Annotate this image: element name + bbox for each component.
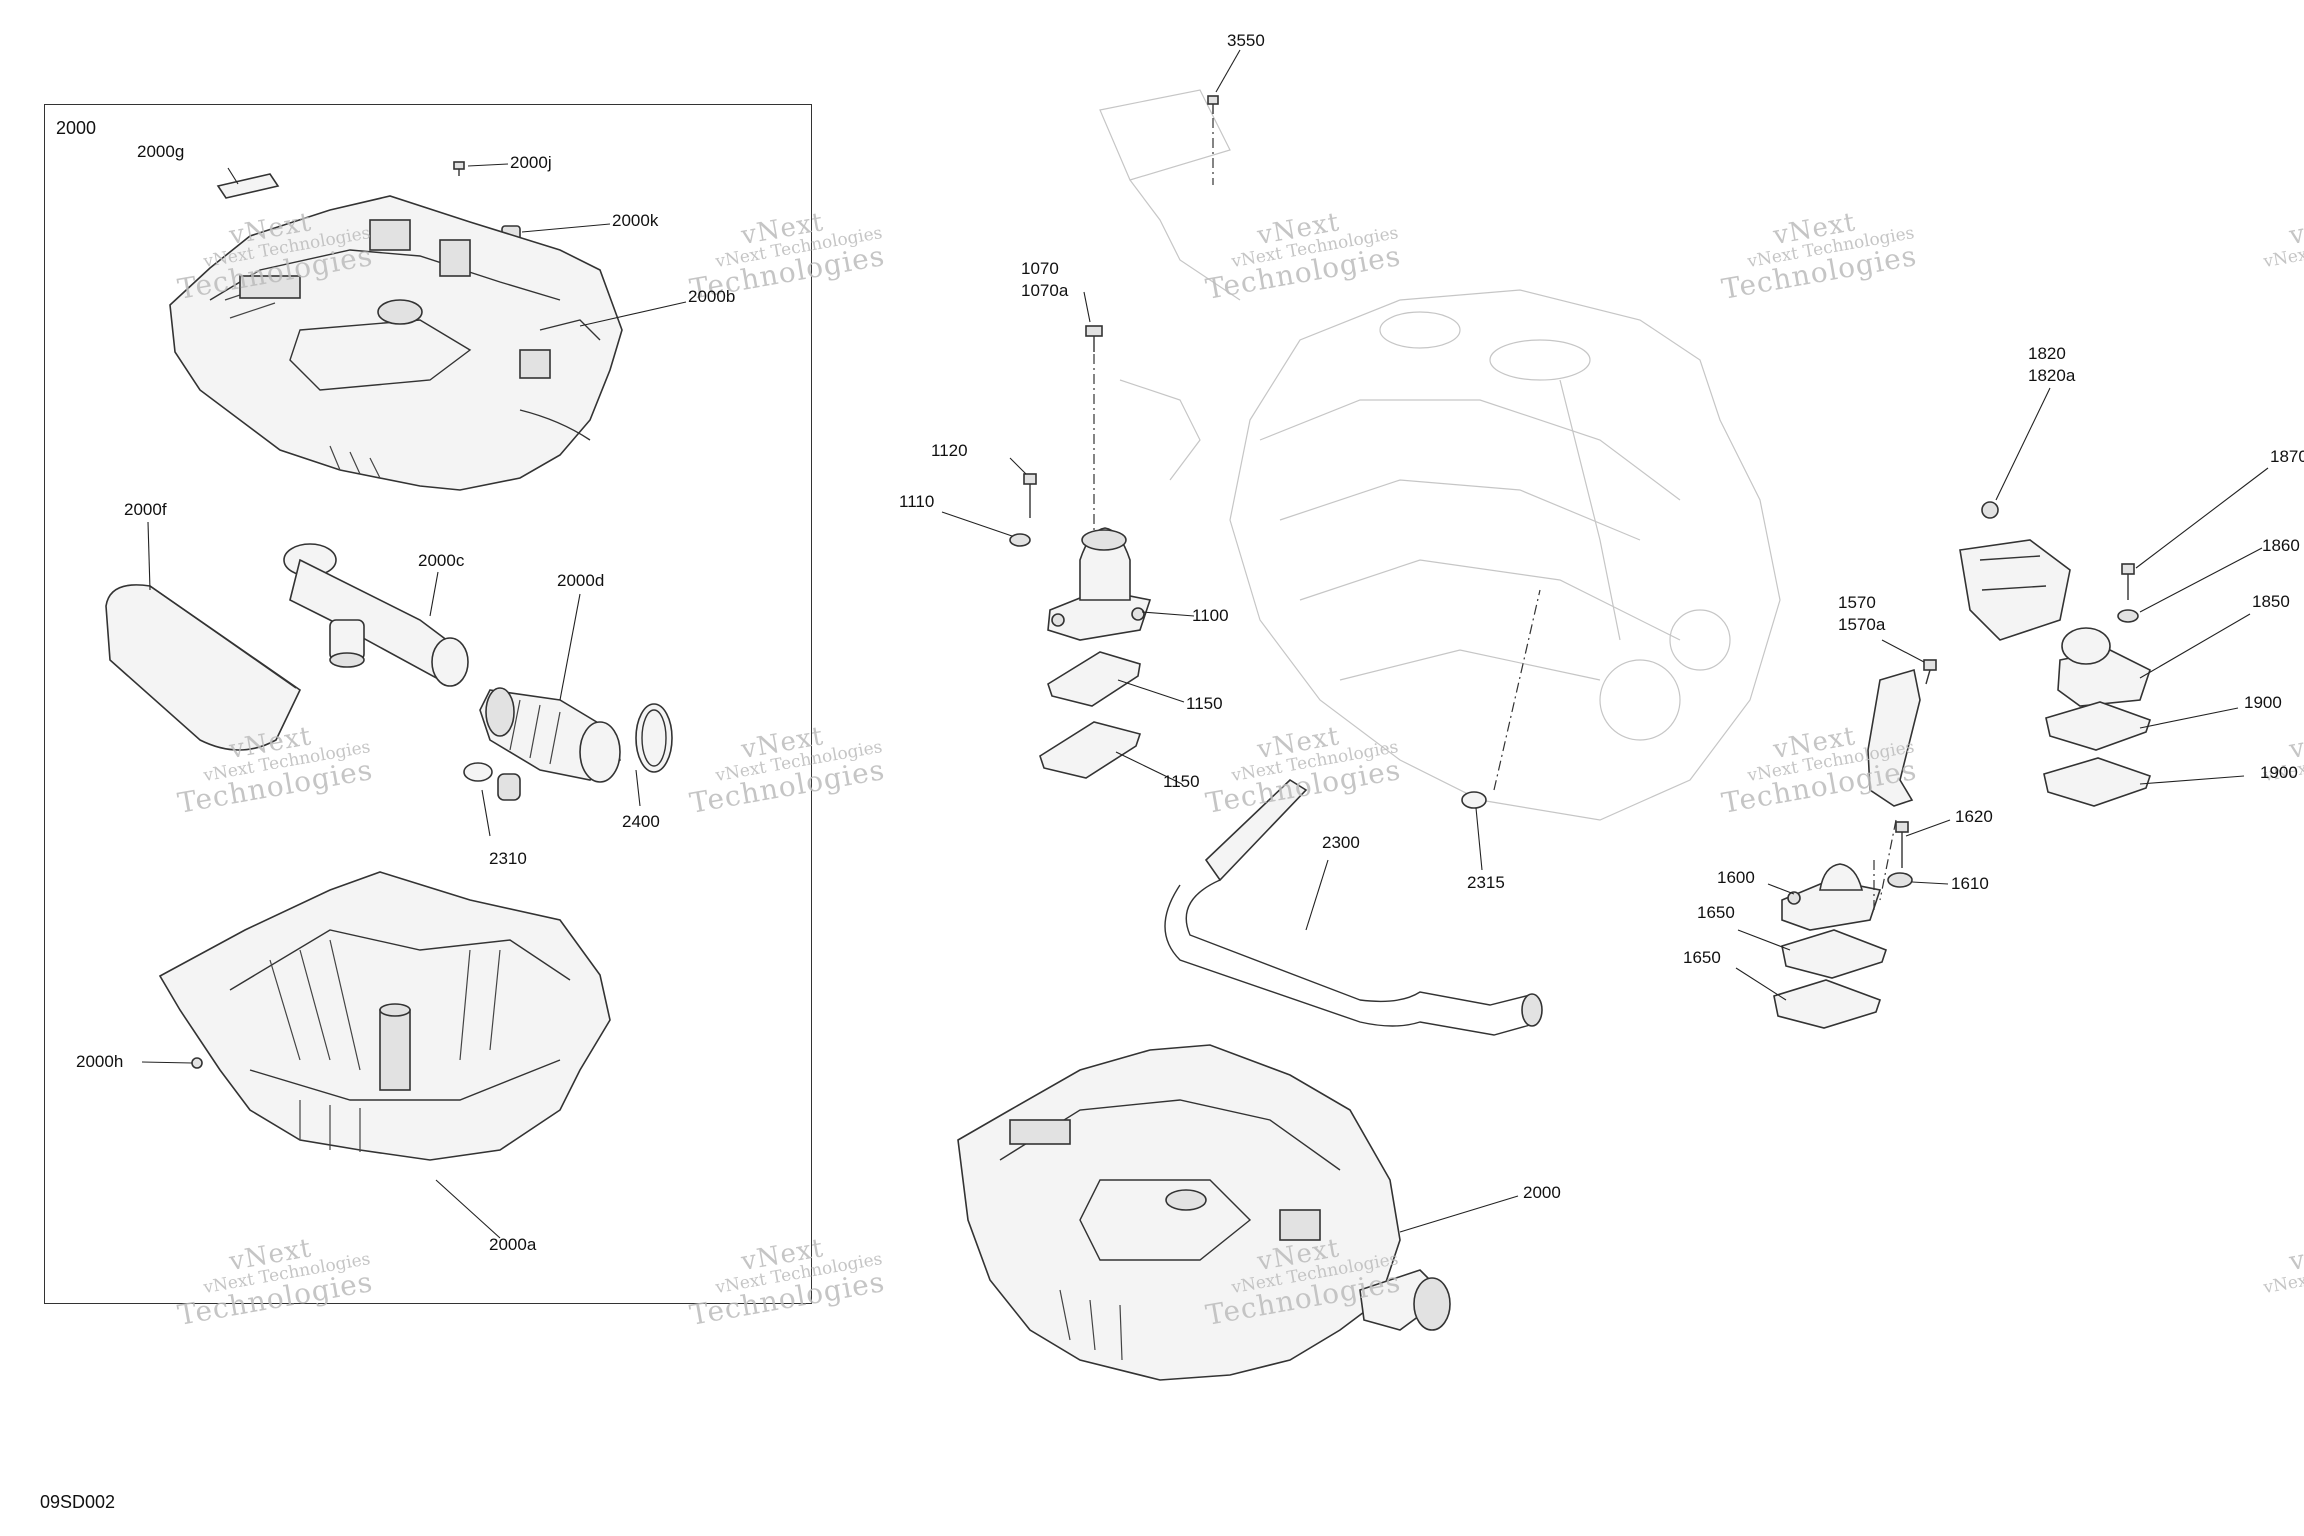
callout-label: 1900 (2244, 693, 2282, 712)
nut-1820 (1981, 501, 1999, 519)
tube-2000c (283, 543, 469, 687)
shim-1900-lower (2043, 757, 2152, 807)
shim-1650-lower (1773, 979, 1882, 1029)
callout-label: 2000d (557, 571, 605, 590)
callout-label: 1850 (2252, 592, 2290, 611)
callout-label: 2315 (1467, 873, 1505, 892)
callout-label: 1820 (2028, 344, 2066, 363)
shim-1150-lower (1039, 721, 1142, 779)
washer-1110 (1009, 533, 1031, 547)
hose-2300 (1164, 778, 1543, 1036)
sleeve-2000f (105, 584, 302, 751)
callout-label: 1570 (1838, 593, 1876, 612)
callout-label: 1100 (1192, 606, 1229, 625)
bolt-1120 (1023, 473, 1037, 518)
callout-label: 1650 (1697, 903, 1735, 922)
callout-label: 2310 (489, 849, 527, 868)
callout-label: 2000h (76, 1052, 124, 1071)
callout-label: 1150 (1186, 694, 1223, 713)
callout-label: 2000f (124, 500, 167, 519)
bolt-1870 (2121, 563, 2135, 600)
callout-label: 1150 (1163, 772, 1200, 791)
support-bracket (1867, 668, 1921, 807)
lower-housing-2000a (158, 871, 611, 1161)
clamp-2400 (635, 703, 673, 773)
diagram-code: 09SD002 (40, 1492, 116, 1512)
shim-1900-upper (2045, 701, 2152, 751)
callout-label: 1650 (1683, 948, 1721, 967)
upper-housing-2000b (169, 195, 623, 491)
shim-1650-upper (1781, 929, 1888, 979)
clamp-2315 (1461, 791, 1487, 809)
shim-1150-upper (1047, 651, 1141, 707)
callout-label: 1610 (1951, 874, 1989, 893)
callout-label: 2300 (1322, 833, 1360, 852)
label-plate-2000g (216, 173, 280, 199)
bracket-right (1959, 539, 2071, 641)
bolt-1570 (1923, 659, 1937, 685)
clamp-fitting-2310 (463, 762, 521, 801)
callout-label: 1900 (2260, 763, 2298, 782)
engine-mount-1600 (1781, 863, 1882, 931)
engine-ghost-outline (1099, 89, 1781, 821)
callout-label: 1070a (1021, 281, 1069, 300)
callout-label: 1860 (2262, 536, 2300, 555)
callout-label: 1570a (1838, 615, 1886, 634)
callout-label: 1870 (2270, 447, 2304, 466)
washer-1860 (2117, 609, 2139, 623)
callout-label: 1600 (1717, 868, 1755, 887)
callout-label: 2400 (622, 812, 660, 831)
washer-1610 (1887, 872, 1913, 888)
callout-label: 1620 (1955, 807, 1993, 826)
callout-label: 1820a (2028, 366, 2076, 385)
callout-label: 2000g (137, 142, 185, 161)
inset-frame (44, 104, 812, 1304)
callout-label: 1070 (1021, 259, 1059, 278)
bolt-1070 (1085, 325, 1103, 352)
bolt-1620 (1895, 821, 1909, 868)
callout-label: 2000k (612, 211, 659, 230)
screw-3550 (1207, 95, 1219, 114)
leader-lines (141, 49, 2269, 1239)
callout-label: 1120 (931, 441, 968, 460)
callout-label: 2000a (489, 1235, 537, 1254)
engine-mount-1850 (2057, 627, 2151, 707)
callout-label: 3550 (1227, 31, 1265, 50)
callout-label: 2000 (1523, 1183, 1561, 1202)
callout-label: 2000c (418, 551, 465, 570)
inset-title: 2000 (56, 118, 97, 138)
callout-label: 2000j (510, 153, 552, 172)
airbox-assembly-2000 (957, 1044, 1451, 1381)
callout-label: 1110 (899, 492, 935, 511)
callout-label: 2000b (688, 287, 736, 306)
screw-2000j (453, 161, 465, 176)
engine-mount-1100 (1047, 527, 1152, 641)
coupler-2000d (479, 687, 621, 783)
